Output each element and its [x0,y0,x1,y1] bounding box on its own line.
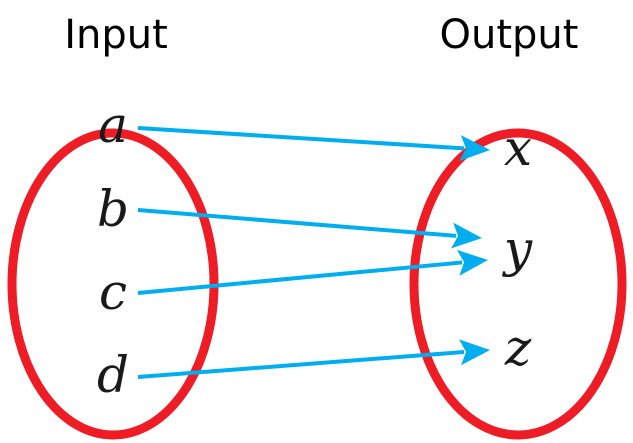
mapping-arrows [137,126,490,379]
output-set-ellipse [409,128,627,440]
input-element-c: c [99,263,127,321]
input-element-d: d [97,346,129,404]
output-element-y: y [502,220,533,278]
arrow-c-to-y [137,260,463,295]
output-element-x: x [504,119,532,177]
arrowhead-b-to-y [451,222,482,249]
arrowhead-a-to-x [459,135,490,162]
input-element-b: b [97,180,129,238]
output-element-z: z [504,319,532,377]
input-title: Input [64,12,168,58]
arrow-d-to-z [137,349,465,379]
arrow-a-to-x [137,126,465,151]
arrowhead-d-to-z [459,339,490,366]
arrow-b-to-y [137,208,457,238]
input-element-a: a [98,96,128,154]
output-title: Output [440,12,579,58]
arrowhead-c-to-y [456,249,488,276]
